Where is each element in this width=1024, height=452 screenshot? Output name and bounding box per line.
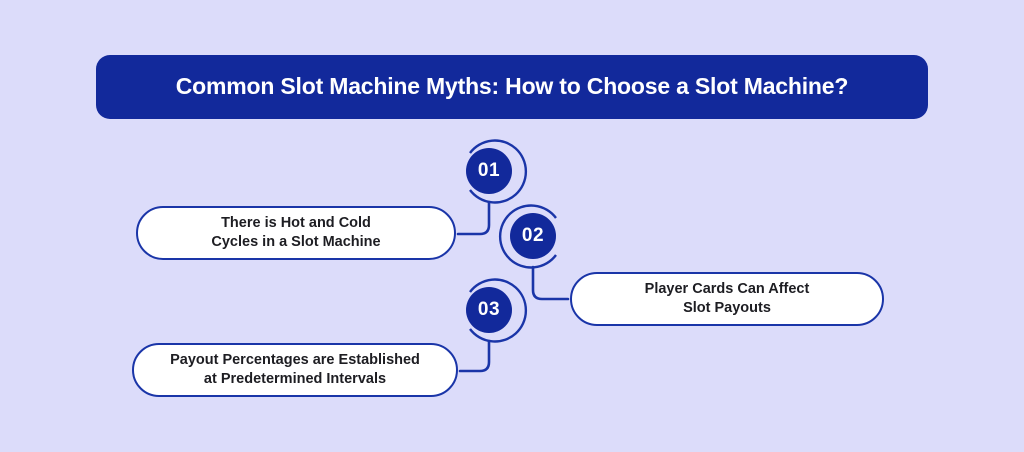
speed-lines-02 bbox=[556, 224, 780, 247]
connector-02 bbox=[531, 265, 570, 301]
myth-pill-2[interactable]: Player Cards Can Affect Slot Payouts bbox=[570, 272, 884, 326]
speed-lines-01 bbox=[248, 159, 470, 182]
step-badge-01: 01 bbox=[466, 148, 512, 194]
speed-lines-03 bbox=[248, 298, 470, 321]
step-badge-02: 02 bbox=[510, 213, 556, 259]
myth-label-2: Player Cards Can Affect Slot Payouts bbox=[644, 280, 810, 316]
myth-pill-3[interactable]: Payout Percentages are Established at Pr… bbox=[132, 343, 458, 397]
connector-03 bbox=[458, 339, 491, 373]
step-badge-03: 03 bbox=[466, 287, 512, 333]
page-title: Common Slot Machine Myths: How to Choose… bbox=[175, 73, 849, 100]
title-banner: Common Slot Machine Myths: How to Choose… bbox=[96, 55, 928, 119]
myth-label-3: Payout Percentages are Established at Pr… bbox=[170, 351, 420, 387]
myth-label-1: There is Hot and Cold Cycles in a Slot M… bbox=[211, 214, 381, 250]
myth-pill-1[interactable]: There is Hot and Cold Cycles in a Slot M… bbox=[136, 206, 456, 260]
connector-01 bbox=[456, 200, 491, 236]
